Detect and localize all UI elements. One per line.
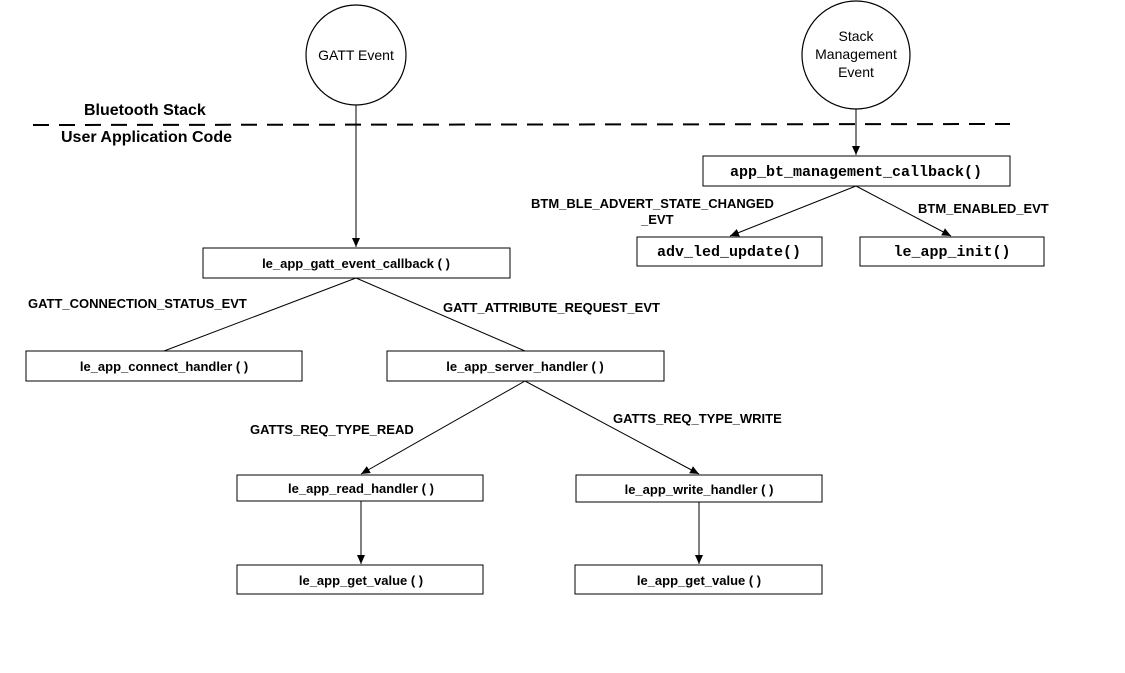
edge-label-btm-advert-line1: BTM_BLE_ADVERT_STATE_CHANGED — [531, 196, 774, 211]
edge-label-btm-advert-line2: _EVT — [640, 212, 674, 227]
edge-label-gatts-write: GATTS_REQ_TYPE_WRITE — [613, 411, 782, 426]
le-app-gatt-event-callback-box — [202, 247, 511, 279]
le-app-connect-handler-box — [25, 350, 303, 382]
le-app-get-value-left-box — [236, 564, 484, 595]
edge-label-gatt-connection-status: GATT_CONNECTION_STATUS_EVT — [28, 296, 247, 311]
le-app-server-handler-label: le_app_server_handler ( ) — [446, 359, 604, 374]
edge-gatt-callback-to-connect-handler — [163, 277, 357, 352]
le-app-init-label: le_app_init() — [893, 244, 1010, 261]
le-app-init-box — [859, 236, 1045, 267]
app-bt-management-callback-label: app_bt_management_callback() — [730, 164, 982, 181]
app-bt-management-callback-box — [702, 155, 1011, 187]
user-application-code-label: User Application Code — [61, 129, 232, 146]
le-app-server-handler-box — [386, 350, 665, 382]
edge-label-gatt-attribute-request: GATT_ATTRIBUTE_REQUEST_EVT — [443, 300, 660, 315]
stack-event-label-line1: Stack — [838, 28, 874, 44]
le-app-connect-handler-label: le_app_connect_handler ( ) — [80, 359, 248, 374]
le-app-read-handler-label: le_app_read_handler ( ) — [288, 481, 434, 496]
le-app-get-value-left-label: le_app_get_value ( ) — [299, 573, 423, 588]
edge-server-to-write-handler — [524, 380, 700, 475]
edge-gatt-callback-to-server-handler — [355, 277, 526, 352]
edge-management-to-le-app-init — [855, 185, 952, 237]
edge-server-to-read-handler — [360, 380, 526, 475]
layer-divider-dashed-line — [32, 123, 1011, 126]
adv-led-update-box — [636, 236, 823, 267]
le-app-gatt-event-callback-label: le_app_gatt_event_callback ( ) — [262, 256, 450, 271]
edge-management-to-adv-led-update — [729, 185, 857, 237]
stack-event-label-line2: Management — [815, 46, 897, 62]
le-app-write-handler-label: le_app_write_handler ( ) — [625, 482, 774, 497]
le-app-get-value-right-box — [574, 564, 823, 595]
le-app-get-value-right-label: le_app_get_value ( ) — [637, 573, 761, 588]
gatt-event-label: GATT Event — [318, 47, 394, 63]
le-app-write-handler-box — [575, 474, 823, 503]
le-app-read-handler-box — [236, 474, 484, 502]
adv-led-update-label: adv_led_update() — [657, 244, 801, 261]
edge-label-gatts-read: GATTS_REQ_TYPE_READ — [250, 422, 414, 437]
stack-event-label-line3: Event — [838, 64, 874, 80]
bluetooth-stack-label: Bluetooth Stack — [84, 102, 206, 119]
edge-label-btm-enabled: BTM_ENABLED_EVT — [918, 201, 1049, 216]
